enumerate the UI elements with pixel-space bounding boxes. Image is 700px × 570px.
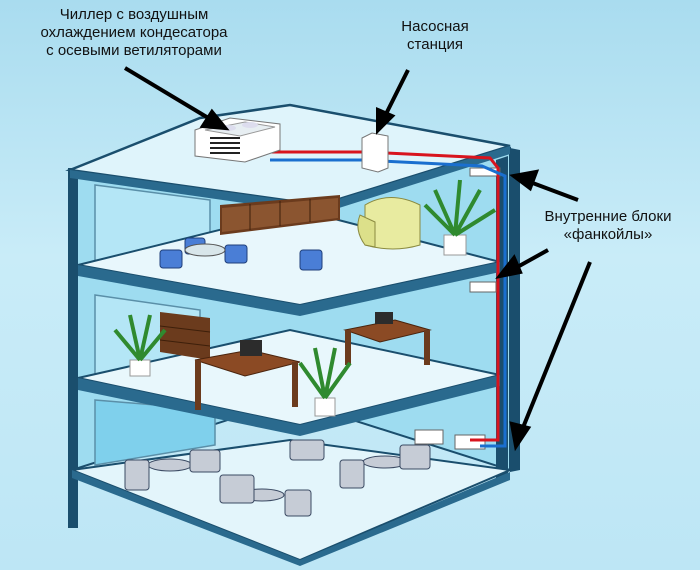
pump-caption-line1: Насосная xyxy=(401,18,469,35)
left-column xyxy=(68,168,78,528)
fancoil-unit-floor1a xyxy=(414,429,444,445)
fancoil-caption: Внутренние блоки «фанкойлы» xyxy=(528,208,688,244)
pump-caption: Насосная станция xyxy=(395,18,475,54)
armchair xyxy=(357,197,421,250)
bookshelf-floor3 xyxy=(220,195,340,235)
bookshelf-floor2 xyxy=(159,312,211,360)
floor3-edge xyxy=(78,262,500,316)
right-wall xyxy=(510,148,520,472)
floor2-edge xyxy=(78,375,500,436)
chiller-caption: Чиллер с воздушным охлаждением кондесато… xyxy=(14,6,254,60)
desk-right xyxy=(343,312,432,365)
cold-pipe xyxy=(270,158,507,448)
round-table xyxy=(184,243,226,257)
chiller-caption-line2: охлаждением кондесатора xyxy=(40,24,228,41)
pump-station xyxy=(361,132,389,173)
fancoil-caption-line1: Внутренние блоки xyxy=(544,208,672,225)
chiller-caption-line3: с осевыми ветиляторами xyxy=(46,42,222,59)
fancoil-unit-floor2 xyxy=(469,281,497,293)
plant-floor2-right xyxy=(298,347,352,417)
chiller-caption-line1: Чиллер с воздушным xyxy=(59,6,209,23)
roof-edge xyxy=(70,146,510,214)
fancoil-caption-line2: «фанкойлы» xyxy=(563,226,653,243)
desk-left xyxy=(194,340,301,410)
plant-floor2-left xyxy=(113,314,167,377)
hot-pipe xyxy=(270,150,500,442)
pump-caption-line2: станция xyxy=(407,36,463,53)
annotation-arrows xyxy=(123,66,592,452)
ground-floor-furniture xyxy=(124,439,431,517)
plant-floor3 xyxy=(423,179,497,256)
